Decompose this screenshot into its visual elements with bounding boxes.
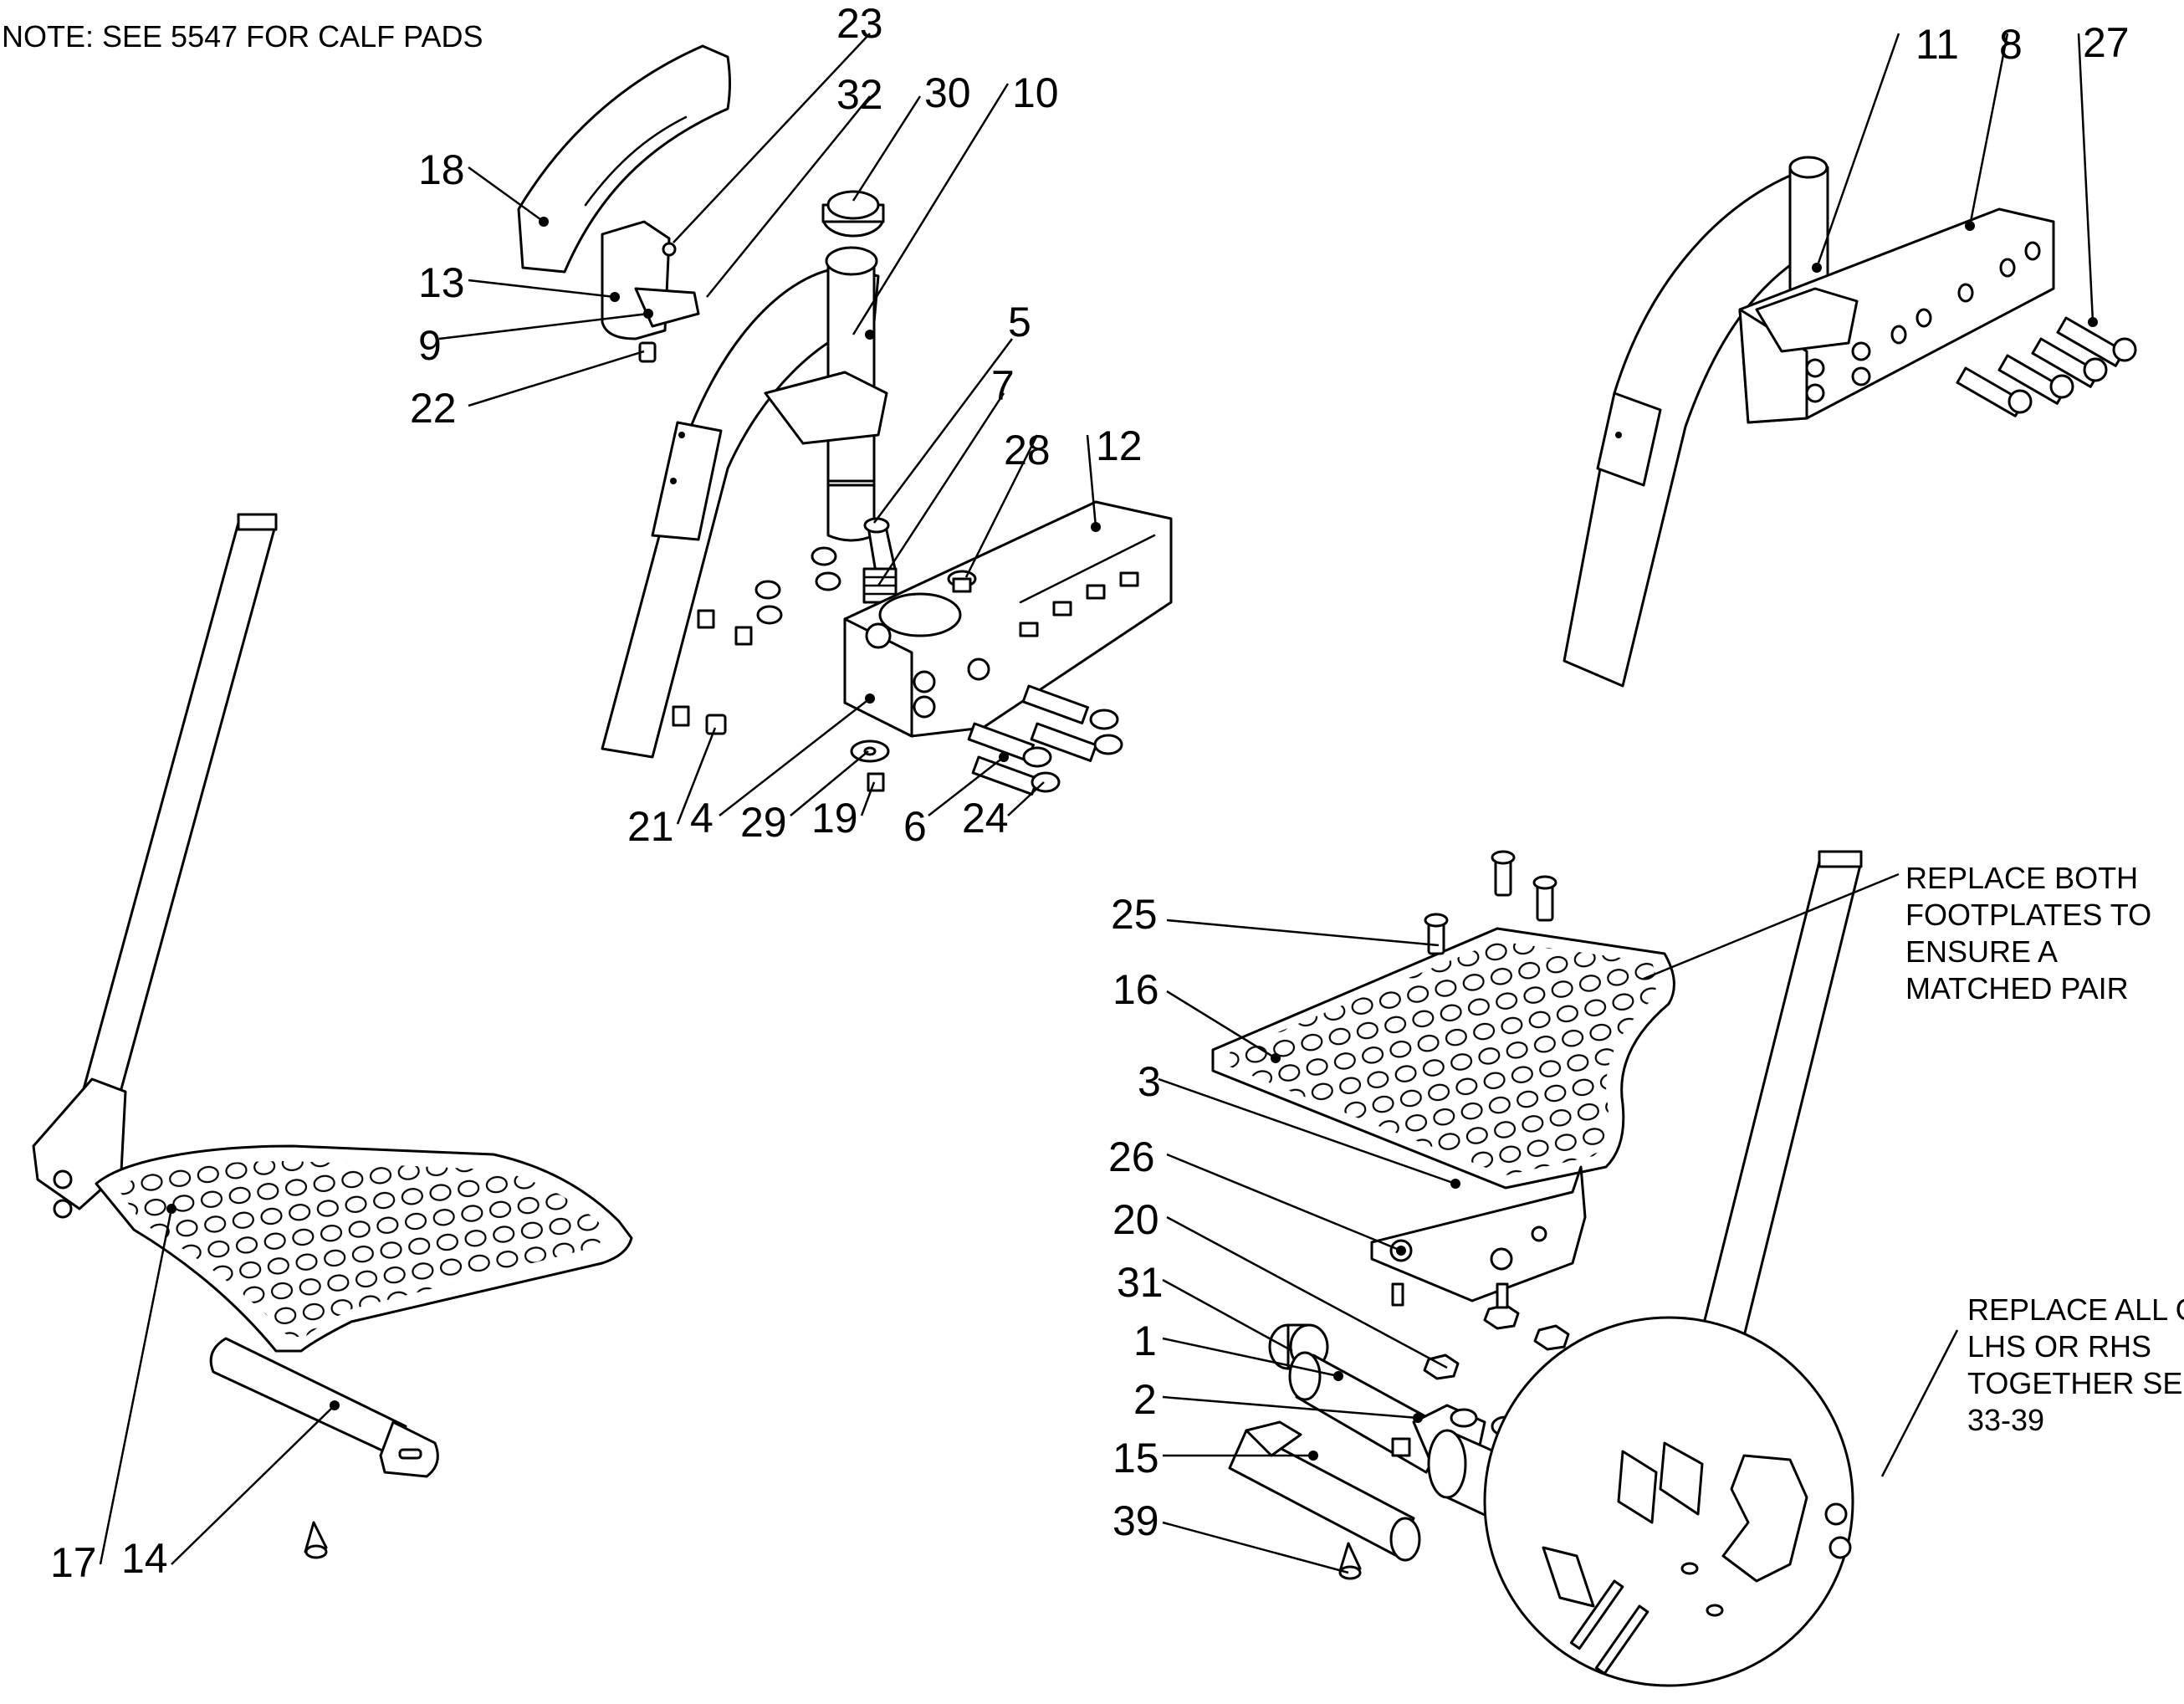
callout-20: 20 (1112, 1196, 1159, 1243)
callout-11: 11 (1915, 21, 1959, 68)
callout-26: 26 (1108, 1133, 1155, 1180)
note-footplates: REPLACE BOTH FOOTPLATES TO ENSURE A MATC… (1905, 861, 2151, 1006)
leader-lines (99, 33, 2094, 1574)
calf-pad-bracket-13 (601, 220, 700, 340)
svg-text:REPLACE BOTH: REPLACE BOTH (1905, 861, 2138, 895)
extension-block-8 (1738, 207, 2055, 424)
loose-screws (754, 546, 841, 625)
leader-dots (166, 217, 2098, 1461)
note-calf-pads: NOTE: SEE 5547 FOR CALF PADS (2, 19, 483, 54)
svg-text:FOOTPLATES TO: FOOTPLATES TO (1905, 898, 2151, 932)
nuts-20 (1391, 1282, 1570, 1380)
callout-7: 7 (991, 362, 1015, 409)
hinge-pin-14 (209, 1337, 439, 1478)
callout-30: 30 (924, 69, 971, 116)
callout-5: 5 (1008, 299, 1031, 345)
callout-22: 22 (410, 385, 457, 432)
detail-circle-lhs-rhs (1483, 1316, 1854, 1687)
svg-text:ENSURE A: ENSURE A (1905, 934, 2058, 969)
footplate-16 (1211, 927, 1675, 1190)
callout-27: 27 (2083, 19, 2130, 66)
footplate-17 (95, 1144, 633, 1353)
callout-9: 9 (418, 322, 442, 369)
calf-pad-18 (517, 44, 731, 274)
svg-text:REPLACE ALL OF: REPLACE ALL OF (1967, 1292, 2184, 1327)
callout-24: 24 (962, 795, 1009, 842)
screws-25 (1424, 850, 1557, 955)
rivet-left (304, 1521, 328, 1559)
hanger-assembled-right (1563, 156, 1829, 688)
svg-text:33-39: 33-39 (1967, 1403, 2044, 1437)
callout-15: 15 (1112, 1435, 1159, 1481)
svg-text:LHS OR RHS: LHS OR RHS (1967, 1329, 2151, 1364)
mount-plate-3 (1370, 1165, 1587, 1302)
washer-29 (850, 739, 890, 763)
callout-6: 6 (903, 803, 927, 850)
callout-21: 21 (627, 803, 674, 850)
callout-31: 31 (1117, 1259, 1164, 1306)
callout-29: 29 (740, 799, 787, 846)
end-cap-30 (821, 190, 885, 238)
callout-13: 13 (418, 259, 465, 306)
callout-1: 1 (1133, 1318, 1157, 1364)
set-screw-21 (705, 714, 727, 735)
svg-text:MATCHED PAIR: MATCHED PAIR (1905, 971, 2129, 1006)
spring-7 (862, 567, 898, 604)
callout-18: 18 (418, 146, 465, 193)
screw-19 (867, 772, 885, 792)
callout-23: 23 (836, 0, 883, 47)
callout-25: 25 (1111, 891, 1158, 938)
note-lhs-rhs: REPLACE ALL OF LHS OR RHS TOGETHER SEE 3… (1967, 1292, 2184, 1437)
callout-28: 28 (1004, 427, 1051, 473)
callout-14: 14 (121, 1535, 168, 1582)
footrest-tube-left (32, 513, 278, 1219)
clamp-block-4 (843, 500, 1173, 738)
button-screw-28 (947, 570, 977, 593)
callout-32: 32 (836, 71, 883, 118)
callout-19: 19 (811, 795, 858, 842)
hanger-tube-10 (601, 246, 888, 759)
callout-2: 2 (1133, 1376, 1157, 1423)
callout-16: 16 (1112, 966, 1159, 1013)
callout-17: 17 (50, 1539, 97, 1586)
rivet-39 (1338, 1542, 1362, 1580)
callout-10: 10 (1012, 69, 1059, 116)
callout-8: 8 (1999, 21, 2023, 68)
callout-12: 12 (1096, 422, 1143, 469)
callout-3: 3 (1138, 1058, 1161, 1105)
callout-labels: 23 32 30 10 18 13 9 22 5 7 28 12 21 4 29… (50, 0, 2130, 1586)
pins-27 (1956, 316, 2137, 417)
svg-text:TOGETHER SEE: TOGETHER SEE (1967, 1366, 2184, 1400)
callout-4: 4 (690, 795, 714, 842)
callout-39: 39 (1112, 1497, 1159, 1544)
